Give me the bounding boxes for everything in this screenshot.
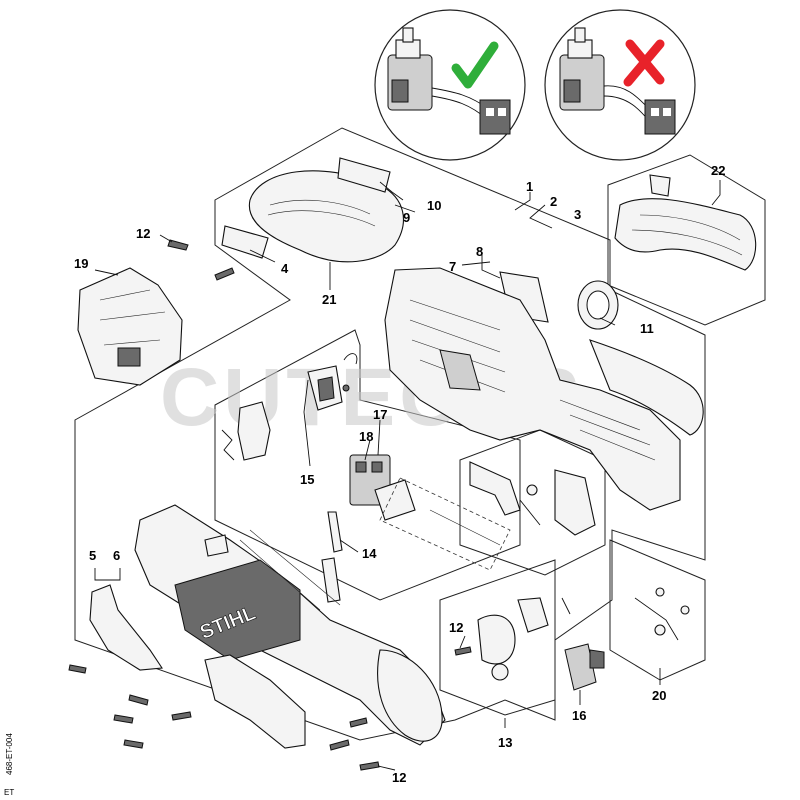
part-11-ring — [577, 280, 619, 330]
callout-3: 3 — [574, 207, 581, 222]
callout-9: 9 — [403, 210, 410, 225]
drawing-code-suffix: ET — [4, 788, 14, 797]
callout-12-bottom: 12 — [392, 770, 406, 785]
callout-16: 16 — [572, 708, 586, 723]
group-13-parts — [477, 597, 571, 681]
part-22-handle-shell — [614, 174, 757, 271]
callout-22: 22 — [711, 163, 725, 178]
callout-12-top: 12 — [136, 226, 150, 241]
leader-lines — [94, 180, 721, 771]
part-16-connector — [564, 643, 605, 691]
part-9-label-sheet — [221, 225, 269, 259]
callout-21: 21 — [322, 292, 336, 307]
callout-4: 4 — [281, 261, 289, 276]
part-20-springs — [634, 587, 690, 641]
callout-11: 11 — [640, 321, 654, 336]
drawing-code: 468-ET-004 — [5, 733, 14, 775]
callout-1: 1 — [526, 179, 533, 194]
cross-icon — [623, 39, 665, 87]
part-17-shaft-outline — [379, 477, 511, 571]
callout-15: 15 — [300, 472, 314, 487]
main-housing-lower — [134, 504, 446, 746]
inset-incorrect — [544, 9, 696, 161]
callout-14: 14 — [362, 546, 377, 561]
screws — [68, 239, 472, 771]
part-lower-cover — [204, 654, 306, 749]
callout-17: 17 — [373, 407, 387, 422]
group-20-frame — [609, 539, 706, 681]
callout-8: 8 — [476, 244, 483, 259]
part-10-label-sheet — [337, 157, 391, 193]
callout-20: 20 — [652, 688, 666, 703]
part-19-endcap — [77, 267, 183, 386]
group-13-frame — [439, 559, 556, 716]
callout-18: 18 — [359, 429, 373, 444]
callout-7: 7 — [449, 259, 456, 274]
inset-correct — [374, 9, 526, 161]
callout-19: 19 — [74, 256, 88, 271]
part-21-cover — [248, 170, 404, 263]
callout-6: 6 — [113, 548, 120, 563]
callout-10: 10 — [427, 198, 441, 213]
callout-12-mid: 12 — [449, 620, 463, 635]
part-5-6-panel — [89, 584, 163, 671]
trigger-group-parts — [469, 461, 596, 536]
check-icon — [451, 41, 499, 89]
callout-2: 2 — [550, 194, 557, 209]
part-14-strip — [327, 511, 343, 553]
part-18-switch — [349, 454, 416, 521]
callout-5: 5 — [89, 548, 96, 563]
main-housing-upper — [384, 267, 704, 511]
part-15-contacts — [221, 353, 358, 461]
callout-13: 13 — [498, 735, 512, 750]
